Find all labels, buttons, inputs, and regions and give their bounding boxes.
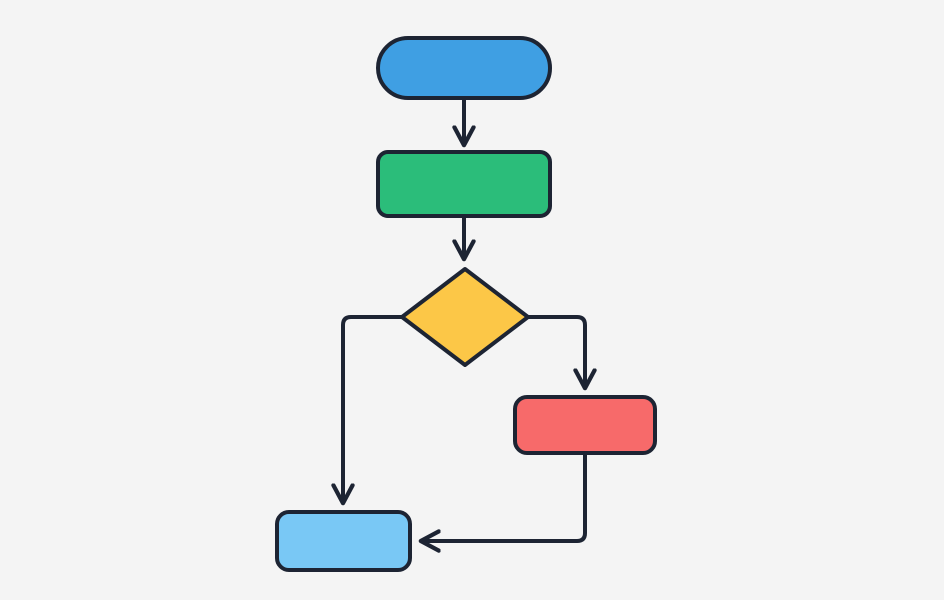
decision-node[interactable] — [400, 267, 530, 367]
edge-decision-to-alternate[interactable] — [526, 315, 585, 387]
start-node-shape[interactable] — [376, 36, 552, 100]
decision-node-shape[interactable] — [400, 267, 530, 367]
edge-alternate-to-end[interactable] — [422, 451, 587, 541]
nodes-layer — [275, 36, 657, 572]
alternate-node-shape[interactable] — [513, 395, 657, 455]
end-node-shape[interactable] — [275, 510, 412, 572]
process-node-shape[interactable] — [376, 150, 552, 218]
edge-decision-to-end[interactable] — [343, 315, 404, 502]
edges-layer — [343, 96, 587, 541]
end-node[interactable] — [275, 510, 412, 572]
start-node[interactable] — [376, 36, 552, 100]
alternate-node[interactable] — [513, 395, 657, 455]
process-node[interactable] — [376, 150, 552, 218]
